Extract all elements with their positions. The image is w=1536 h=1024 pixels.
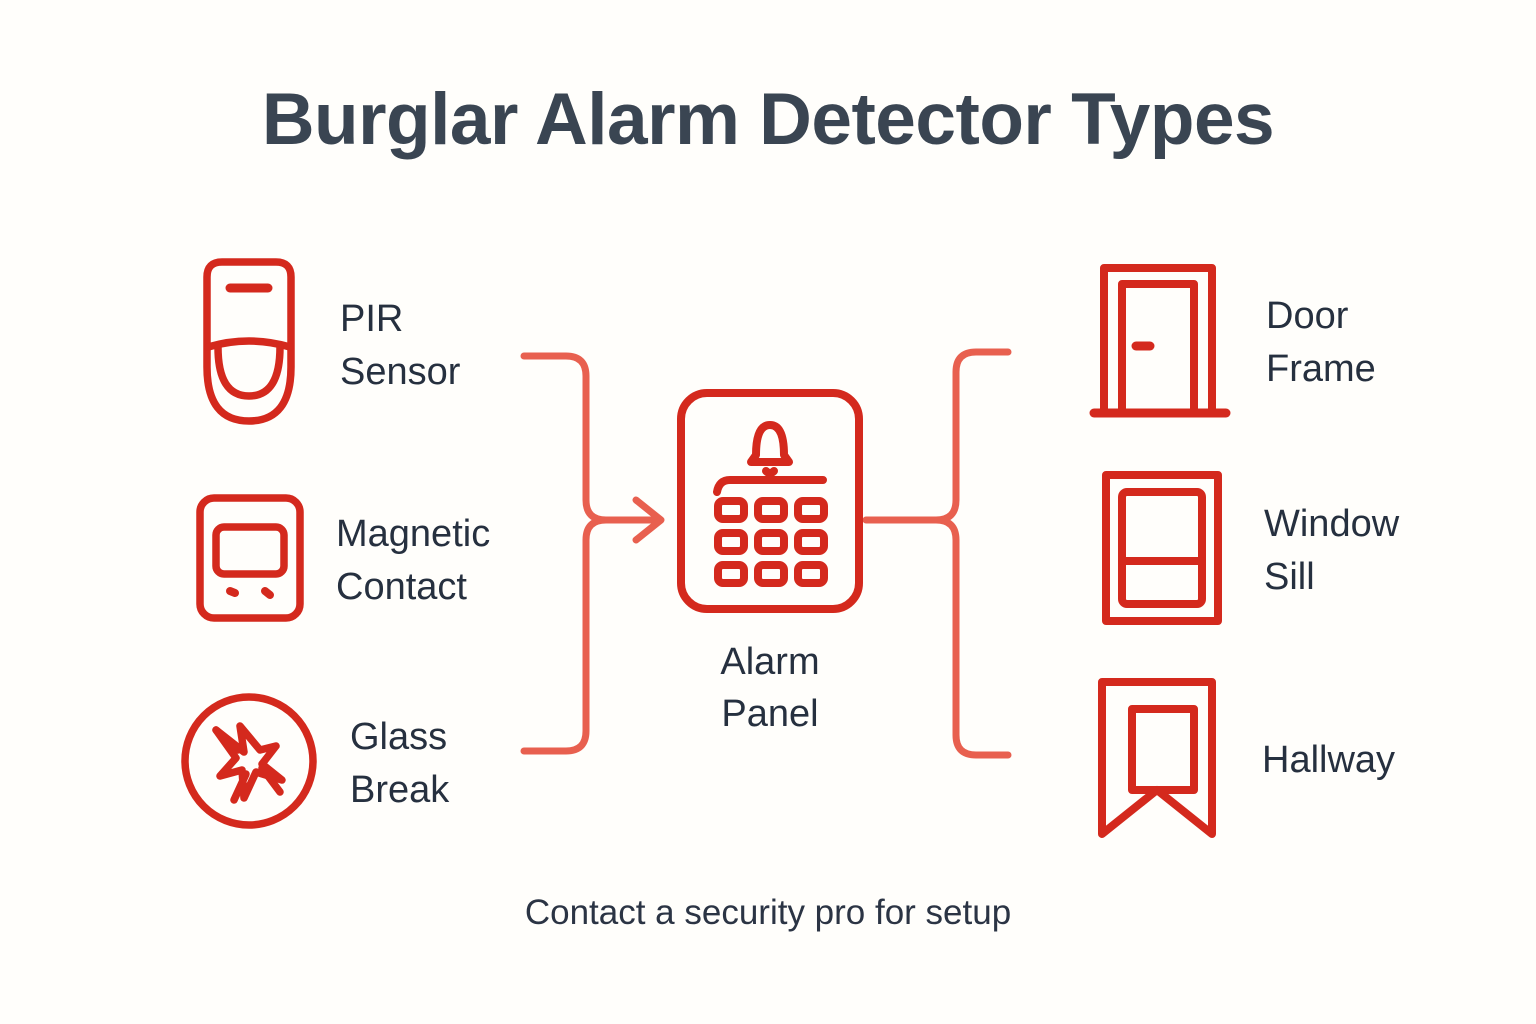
connector-left-bottom <box>520 516 610 755</box>
footer-note: Contact a security pro for setup <box>524 893 1012 932</box>
node-label-hallway: Hallway <box>1262 739 1396 782</box>
glass-break-icon <box>176 688 322 839</box>
connector-arrowhead <box>632 496 665 544</box>
node-label-glass-break: Glass Break <box>350 716 450 811</box>
node-hallway[interactable]: Hallway <box>1084 672 1395 849</box>
magnetic-contact-icon <box>192 490 308 631</box>
door-frame-icon <box>1086 258 1234 427</box>
window-sill-icon <box>1092 465 1232 636</box>
page-title: Burglar Alarm Detector Types <box>261 79 1275 160</box>
node-label-window-sill: Window Sill <box>1264 503 1400 598</box>
alarm-panel-icon <box>670 389 870 621</box>
connector-left-top <box>520 352 659 524</box>
node-label-magnetic-contact: Magnetic Contact <box>336 513 491 608</box>
node-pir-sensor[interactable]: PIR Sensor <box>186 255 460 436</box>
node-label-pir-sensor: PIR Sensor <box>340 298 461 393</box>
node-door-frame[interactable]: Door Frame <box>1086 258 1376 427</box>
node-window-sill[interactable]: Window Sill <box>1092 465 1399 636</box>
node-glass-break[interactable]: Glass Break <box>176 688 449 839</box>
node-alarm-panel[interactable]: Alarm Panel <box>670 385 870 741</box>
node-magnetic-contact[interactable]: Magnetic Contact <box>192 490 490 631</box>
connector-right-bottom <box>932 516 1012 759</box>
node-label-alarm-panel: Alarm Panel <box>720 641 820 736</box>
hallway-icon <box>1084 672 1230 849</box>
connector-right-top <box>932 348 1012 524</box>
node-label-door-frame: Door Frame <box>1266 295 1376 390</box>
pir-sensor-icon <box>186 255 312 436</box>
